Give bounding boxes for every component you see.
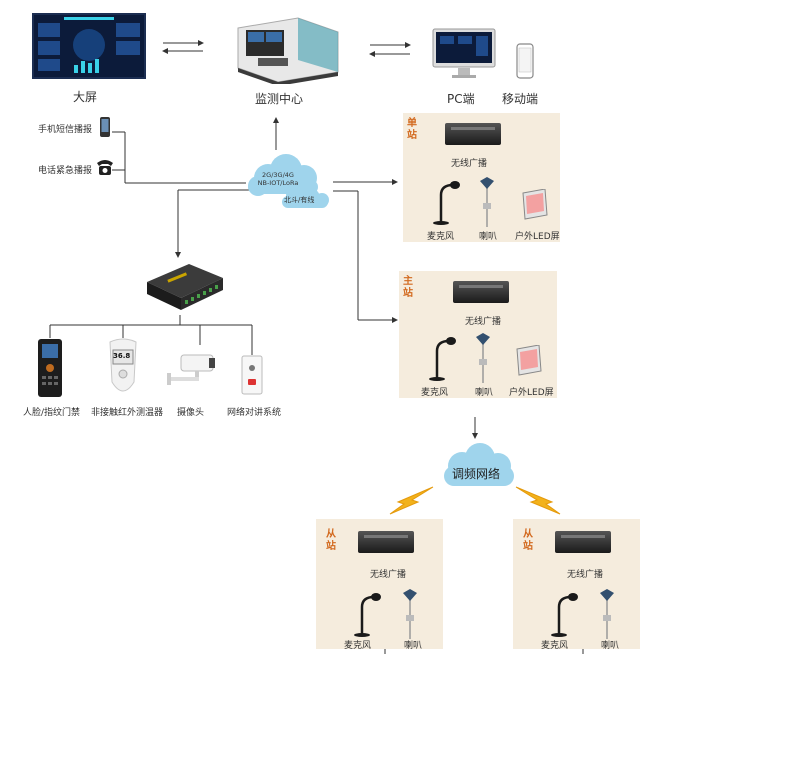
main-led-label: 户外LED屏	[509, 388, 554, 398]
slave2-speaker-label: 喇叭	[601, 641, 620, 651]
slave2-mic-label: 麦克风	[541, 641, 569, 651]
device-label-access: 人脸/指纹门禁	[23, 408, 81, 418]
broadcast-unit-icon	[358, 531, 414, 553]
slave2-broadcast-label: 无线广播	[567, 570, 604, 580]
broadcast-unit-icon	[453, 281, 509, 303]
slave-station-2-panel: 从站 无线广播 麦克风 喇叭	[513, 519, 640, 651]
broadcast-unit-icon	[555, 531, 611, 553]
single-station-panel: 单站 无线广播 麦克风 喇叭 户外LED屏	[403, 113, 560, 242]
camera-icon	[165, 345, 217, 390]
speaker-pole-icon	[600, 589, 614, 639]
thermometer-device-icon	[104, 338, 142, 398]
phone-emergency-label: 电话紧急播报	[38, 166, 93, 176]
main-speaker-label: 喇叭	[475, 388, 494, 398]
led-screen-icon	[516, 345, 542, 376]
intercom-panel-icon	[241, 355, 263, 395]
monitor-center-image	[228, 10, 346, 86]
fm-network-cloud-icon	[438, 442, 518, 490]
microphone-icon	[433, 181, 460, 225]
main-station-tag: 主站	[403, 276, 413, 299]
microphone-icon	[429, 337, 456, 381]
telephone-icon	[95, 157, 115, 177]
slave1-speaker-label: 喇叭	[404, 641, 423, 651]
speaker-pole-icon	[476, 333, 490, 383]
big-screen-image	[32, 13, 146, 79]
pc-label: PC端	[447, 92, 475, 106]
access-control-device-icon	[37, 338, 63, 398]
big-screen-label: 大屏	[73, 90, 98, 104]
fm-network-label: 调频网络	[452, 467, 501, 481]
cellphone-icon	[99, 116, 111, 138]
main-broadcast-label: 无线广播	[465, 317, 502, 327]
monitor-center-label: 监测中心	[255, 92, 304, 106]
slave-station-1-tag: 从站	[326, 529, 336, 552]
network-cloud-icon	[238, 150, 334, 212]
device-label-camera: 摄像头	[177, 408, 205, 418]
led-screen-icon	[522, 189, 548, 220]
microphone-icon	[354, 593, 381, 637]
cloud-beidou-label: 北斗/有线	[284, 196, 315, 204]
mobile-label: 移动端	[502, 92, 539, 106]
microphone-icon	[551, 593, 578, 637]
gateway-device-image	[143, 258, 225, 316]
speaker-pole-icon	[480, 177, 494, 227]
broadcast-unit-icon	[445, 123, 501, 145]
thermometer-reading: 36.8	[113, 352, 131, 360]
sms-broadcast-label: 手机短信播报	[38, 125, 93, 135]
slave-station-2-tag: 从站	[523, 529, 533, 552]
mobile-phone-icon	[516, 43, 534, 79]
device-label-thermometer: 非接触红外测温器	[91, 408, 164, 418]
slave-station-1-panel: 从站 无线广播 麦克风 喇叭	[316, 519, 443, 651]
speaker-pole-icon	[403, 589, 417, 639]
main-mic-label: 麦克风	[421, 388, 449, 398]
slave1-broadcast-label: 无线广播	[370, 570, 407, 580]
lightning-left-icon	[389, 486, 434, 515]
pc-monitor-icon	[432, 28, 496, 80]
device-label-intercom: 网络对讲系统	[227, 408, 282, 418]
single-broadcast-label: 无线广播	[451, 159, 488, 169]
slave1-mic-label: 麦克风	[344, 641, 372, 651]
lightning-right-icon	[515, 486, 561, 515]
single-speaker-label: 喇叭	[479, 232, 498, 242]
cloud-networks-label: 2G/3G/4G NB-IOT/LoRa	[257, 171, 299, 187]
single-led-label: 户外LED屏	[515, 232, 560, 242]
main-station-panel: 主站 无线广播 麦克风 喇叭 户外LED屏	[399, 271, 557, 398]
single-mic-label: 麦克风	[427, 232, 455, 242]
single-station-tag: 单站	[407, 118, 417, 141]
